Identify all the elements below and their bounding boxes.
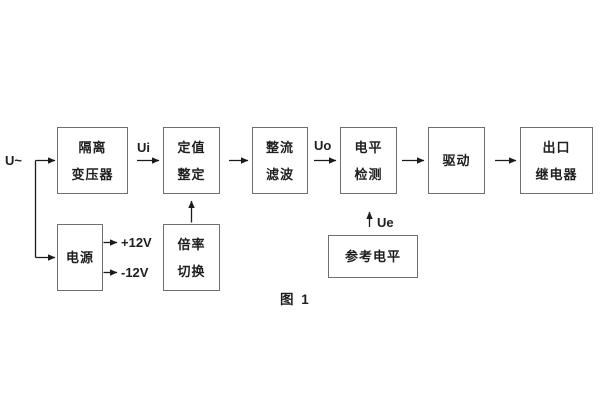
block-driver: 驱动 — [428, 127, 485, 194]
block-output-relay: 出口 继电器 — [520, 127, 593, 194]
block-text-line: 检测 — [354, 166, 383, 182]
block-text-line: 继电器 — [535, 166, 578, 182]
block-rectifier-filter: 整流 滤波 — [252, 127, 308, 194]
block-text-line: 整定 — [177, 166, 206, 182]
label-ue: Ue — [377, 215, 394, 230]
block-text-line: 滤波 — [265, 166, 294, 182]
block-text-line: 参考电平 — [344, 249, 401, 264]
label-plus-12v: +12V — [121, 235, 152, 250]
block-text-line: 倍率 — [177, 236, 206, 252]
label-ui: Ui — [137, 140, 150, 155]
figure-caption: 图 1 — [280, 292, 311, 307]
block-text-line: 驱动 — [442, 153, 471, 168]
block-text-line: 隔离 — [78, 139, 107, 155]
block-level-detector: 电平 检测 — [340, 127, 397, 194]
block-text-line: 电平 — [354, 139, 383, 155]
label-input-voltage: U~ — [5, 153, 22, 168]
block-text-line: 切换 — [177, 263, 206, 279]
block-text-line: 整流 — [265, 139, 294, 155]
block-text-line: 出口 — [542, 139, 571, 155]
label-minus-12v: -12V — [121, 265, 149, 280]
label-uo: Uo — [314, 138, 332, 153]
block-text-line: 定值 — [177, 139, 206, 155]
block-isolation-transformer: 隔离 变压器 — [57, 127, 128, 194]
block-ratio-switch: 倍率 切换 — [163, 224, 220, 291]
block-text-line: 变压器 — [71, 166, 114, 182]
block-reference-level: 参考电平 — [328, 235, 418, 278]
block-text-line: 电源 — [65, 250, 94, 265]
block-setpoint-adjust: 定值 整定 — [163, 127, 220, 194]
block-power-supply: 电源 — [57, 224, 103, 291]
